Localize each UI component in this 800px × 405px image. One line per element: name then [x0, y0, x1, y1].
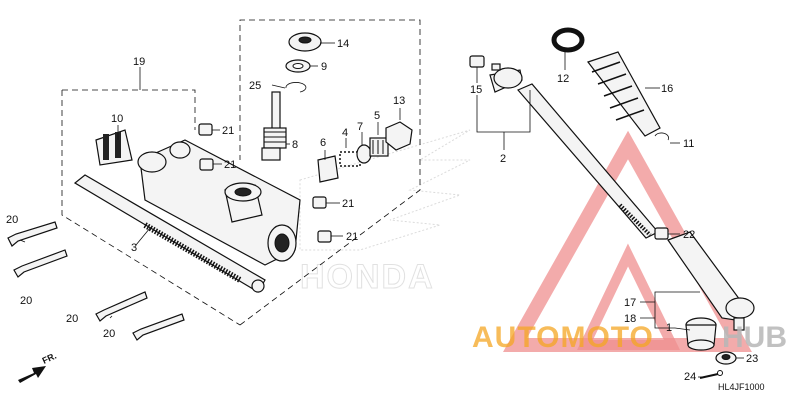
boot-clip: [654, 132, 669, 141]
callout-19: 19: [133, 56, 145, 68]
callout-10: 10: [111, 113, 123, 125]
oil-seal: [285, 59, 311, 73]
callout-20d: 20: [103, 328, 115, 340]
callout-5: 5: [374, 110, 380, 122]
snap-ring: [285, 82, 307, 93]
callout-11: 11: [683, 138, 694, 150]
callout-21c: 21: [342, 198, 354, 210]
lock-nut: [469, 55, 501, 71]
callout-20b: 20: [20, 295, 32, 307]
callout-14: 14: [337, 38, 349, 50]
tie-rod: [489, 67, 659, 239]
front-direction-arrow: FR.: [18, 351, 58, 383]
pinion-shaft: [261, 91, 287, 161]
callout-18: 18: [624, 313, 636, 325]
rack-boot: [587, 51, 661, 137]
callout-13: 13: [393, 95, 405, 107]
rack-assembly-frame: [61, 19, 421, 326]
rack-guide-assembly: [317, 121, 413, 183]
callout-20a: 20: [6, 214, 18, 226]
honda-emblem-text: HONDA: [300, 258, 435, 296]
flange-bolt: [7, 221, 185, 341]
rack-guide: [95, 129, 133, 166]
callout-2: 2: [500, 153, 506, 165]
dust-seal: [288, 32, 322, 52]
leader-lines: [19, 42, 744, 378]
callout-9: 9: [321, 61, 327, 73]
callout-20c: 20: [66, 313, 78, 325]
direction-label: FR.: [41, 351, 58, 366]
callout-22: 22: [683, 229, 695, 241]
callout-25: 25: [249, 80, 261, 92]
callout-1: 1: [666, 322, 672, 334]
dust-cover: [685, 317, 717, 351]
tie-rod-end-nut: [654, 227, 669, 240]
callout-15: 15: [470, 84, 482, 96]
watermark-text-part1: AUTOMOTO: [472, 321, 654, 354]
callout-23: 23: [746, 353, 758, 365]
steering-gear-housing: [137, 139, 301, 266]
callout-6: 6: [320, 137, 326, 149]
callout-24: 24: [684, 371, 696, 383]
steering-rack: [73, 174, 266, 293]
callout-8: 8: [292, 139, 298, 151]
callout-21a: 21: [222, 125, 234, 137]
tie-rod-end: [667, 231, 755, 331]
callout-21d: 21: [346, 231, 358, 243]
callout-12: 12: [557, 73, 569, 85]
callout-4: 4: [342, 127, 348, 139]
watermark-text-part2: HUB: [722, 321, 787, 354]
callout-7: 7: [357, 121, 363, 133]
diagram-code: HL4JF1000: [718, 382, 765, 392]
callout-3: 3: [131, 242, 137, 254]
watermark-text: AUTOMOTO HUB: [472, 321, 787, 354]
callout-17: 17: [624, 297, 636, 309]
callout-21b: 21: [224, 159, 236, 171]
callout-16: 16: [661, 83, 673, 95]
boot-band: [551, 27, 585, 53]
flange-nut: [198, 123, 332, 243]
callout-labels: 19 10 21 21 21 21 14 9 25 8 6 4 7 5 13 3…: [6, 38, 758, 383]
